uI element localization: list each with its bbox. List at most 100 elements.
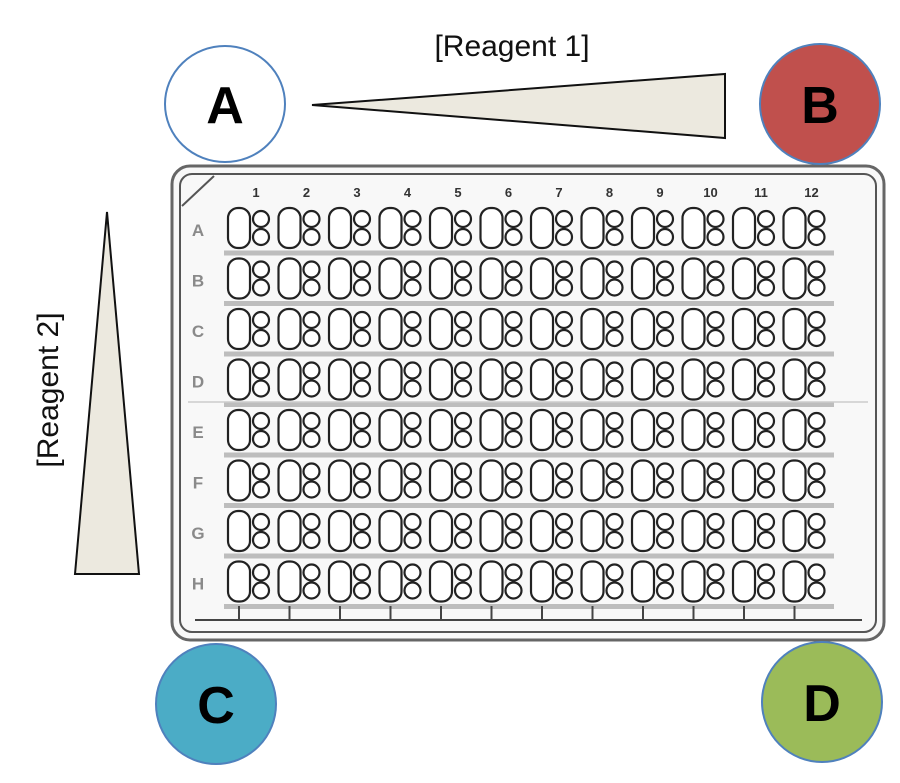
well-circle-bottom <box>302 429 321 449</box>
well-circle-bottom <box>504 278 523 297</box>
well-circle-bottom <box>807 429 826 449</box>
well-circle-bottom <box>756 581 776 600</box>
well-circle-top <box>352 361 372 380</box>
well-oval <box>529 206 555 250</box>
well <box>630 560 675 603</box>
well-oval <box>479 257 504 300</box>
column-label: 8 <box>606 185 613 200</box>
well-oval <box>226 358 252 401</box>
well <box>226 307 271 351</box>
well-circle-top <box>403 209 422 229</box>
well <box>731 257 776 300</box>
corner-a-label: A <box>206 77 244 135</box>
well-oval <box>782 358 807 401</box>
well-oval <box>630 358 656 401</box>
well-circle-top <box>302 209 321 229</box>
row-separator <box>224 250 834 256</box>
well-oval <box>378 459 403 502</box>
well-circle-bottom <box>706 530 725 550</box>
well-circle-bottom <box>655 278 675 297</box>
well-circle-top <box>554 411 574 431</box>
well <box>327 206 372 250</box>
well-circle-bottom <box>251 530 271 550</box>
well <box>580 509 624 553</box>
well-circle-top <box>605 411 624 431</box>
well-circle-top <box>352 462 372 481</box>
well <box>277 206 321 250</box>
well-circle-top <box>756 411 776 431</box>
plate-inner-border <box>179 173 877 633</box>
well-circle-bottom <box>504 581 523 600</box>
well <box>327 358 372 401</box>
well <box>226 358 271 401</box>
well-circle-top <box>453 512 473 532</box>
well-circle-top <box>655 563 675 582</box>
well-circle-bottom <box>756 429 776 449</box>
well-oval <box>580 459 605 502</box>
well <box>529 206 574 250</box>
well-circle-top <box>352 512 372 532</box>
well-circle-bottom <box>756 328 776 348</box>
well <box>731 509 776 553</box>
well-oval <box>782 257 807 300</box>
well-circle-top <box>554 563 574 582</box>
well-circle-bottom <box>504 379 523 398</box>
well-circle-top <box>504 411 523 431</box>
well-oval <box>580 307 605 351</box>
well <box>529 509 574 553</box>
well-circle-bottom <box>403 278 422 297</box>
well-circle-top <box>655 462 675 481</box>
well-circle-top <box>756 361 776 380</box>
well-oval <box>226 206 252 250</box>
well-circle-bottom <box>403 227 422 247</box>
well-circle-bottom <box>605 429 624 449</box>
well <box>782 560 826 603</box>
well-circle-bottom <box>302 278 321 297</box>
well-circle-top <box>756 512 776 532</box>
well-oval <box>782 560 807 603</box>
well-oval <box>479 560 504 603</box>
well <box>226 206 271 250</box>
well-circle-top <box>504 310 523 330</box>
row-separator <box>224 553 834 559</box>
well-oval <box>681 358 706 401</box>
well-circle-bottom <box>251 581 271 600</box>
well-circle-bottom <box>807 530 826 550</box>
well-circle-bottom <box>302 581 321 600</box>
well-circle-bottom <box>706 227 725 247</box>
well <box>731 307 776 351</box>
well-oval <box>529 257 555 300</box>
well-circle-bottom <box>352 227 372 247</box>
well-circle-bottom <box>605 379 624 398</box>
well <box>327 459 372 502</box>
column-label: 12 <box>804 185 818 200</box>
well-oval <box>681 257 706 300</box>
well-circle-bottom <box>251 379 271 398</box>
well-circle-bottom <box>403 581 422 600</box>
well <box>428 358 473 401</box>
well-oval <box>378 560 403 603</box>
well-circle-top <box>302 563 321 582</box>
well-circle-top <box>251 310 271 330</box>
well-circle-top <box>605 563 624 582</box>
well-oval <box>327 560 353 603</box>
well-circle-bottom <box>756 227 776 247</box>
well-oval <box>630 206 656 250</box>
well-circle-top <box>251 209 271 229</box>
row-label: F <box>193 474 203 493</box>
well-oval <box>630 408 656 452</box>
well-circle-top <box>655 260 675 279</box>
well-circle-bottom <box>453 278 473 297</box>
well <box>782 509 826 553</box>
well-circle-bottom <box>302 227 321 247</box>
well-circle-bottom <box>554 530 574 550</box>
well-circle-bottom <box>554 278 574 297</box>
well-circle-top <box>453 462 473 481</box>
well <box>529 459 574 502</box>
well-circle-top <box>504 462 523 481</box>
well-circle-bottom <box>352 429 372 449</box>
well-oval <box>731 459 757 502</box>
well <box>580 560 624 603</box>
well <box>529 408 574 452</box>
